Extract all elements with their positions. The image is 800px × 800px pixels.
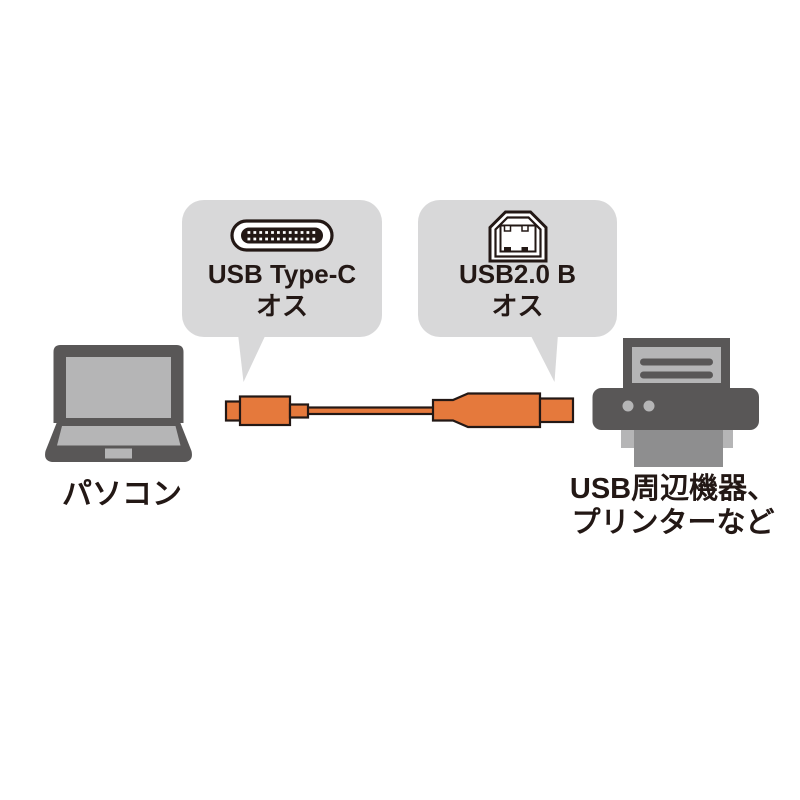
- laptop-touchpad: [105, 448, 132, 459]
- type-c-plug-neck: [288, 403, 310, 419]
- callout-tail-left: [238, 334, 266, 382]
- type-c-plug-tip: [224, 400, 243, 422]
- connector-gender: オス: [255, 291, 308, 321]
- printer-paper-text-line: [640, 358, 713, 366]
- peripheral-label: USB周辺機器、 プリンターなど: [550, 472, 796, 540]
- usb-b-plug-icon: [488, 210, 547, 263]
- computer-label-text: パソコン: [62, 478, 182, 511]
- usb-cable-illustration: [224, 392, 575, 429]
- cable-cord: [304, 406, 440, 416]
- printer-paper-out: [634, 430, 723, 467]
- printer-body: [592, 388, 759, 430]
- printer-icon: [592, 338, 759, 467]
- peripheral-label-line1: USB周辺機器、: [569, 473, 777, 505]
- printer-button: [622, 400, 634, 412]
- type-c-plug-body: [238, 395, 292, 427]
- connector-gender: オス: [491, 291, 544, 321]
- usb-b-plug-tip: [538, 397, 575, 424]
- connector-name: USB2.0 B: [458, 259, 577, 289]
- printer-paper-text-line: [640, 371, 713, 379]
- printer-button: [643, 400, 655, 412]
- usb-type-c-plug-icon: [230, 219, 334, 252]
- laptop-screen: [66, 357, 171, 418]
- callout-text: USB Type-C オス: [182, 258, 382, 322]
- connector-name: USB Type-C: [207, 259, 357, 289]
- laptop-keyboard: [57, 426, 181, 446]
- peripheral-label-line2: プリンターなど: [571, 507, 775, 539]
- callout-tail-right: [530, 334, 558, 382]
- usb-b-plug-body: [431, 392, 542, 429]
- callout-usb-type-c: USB Type-C オス: [182, 200, 382, 337]
- computer-label: パソコン: [22, 469, 222, 513]
- laptop-icon: [45, 345, 192, 462]
- callout-usb-b: USB2.0 B オス: [418, 200, 617, 337]
- callout-text: USB2.0 B オス: [418, 258, 617, 322]
